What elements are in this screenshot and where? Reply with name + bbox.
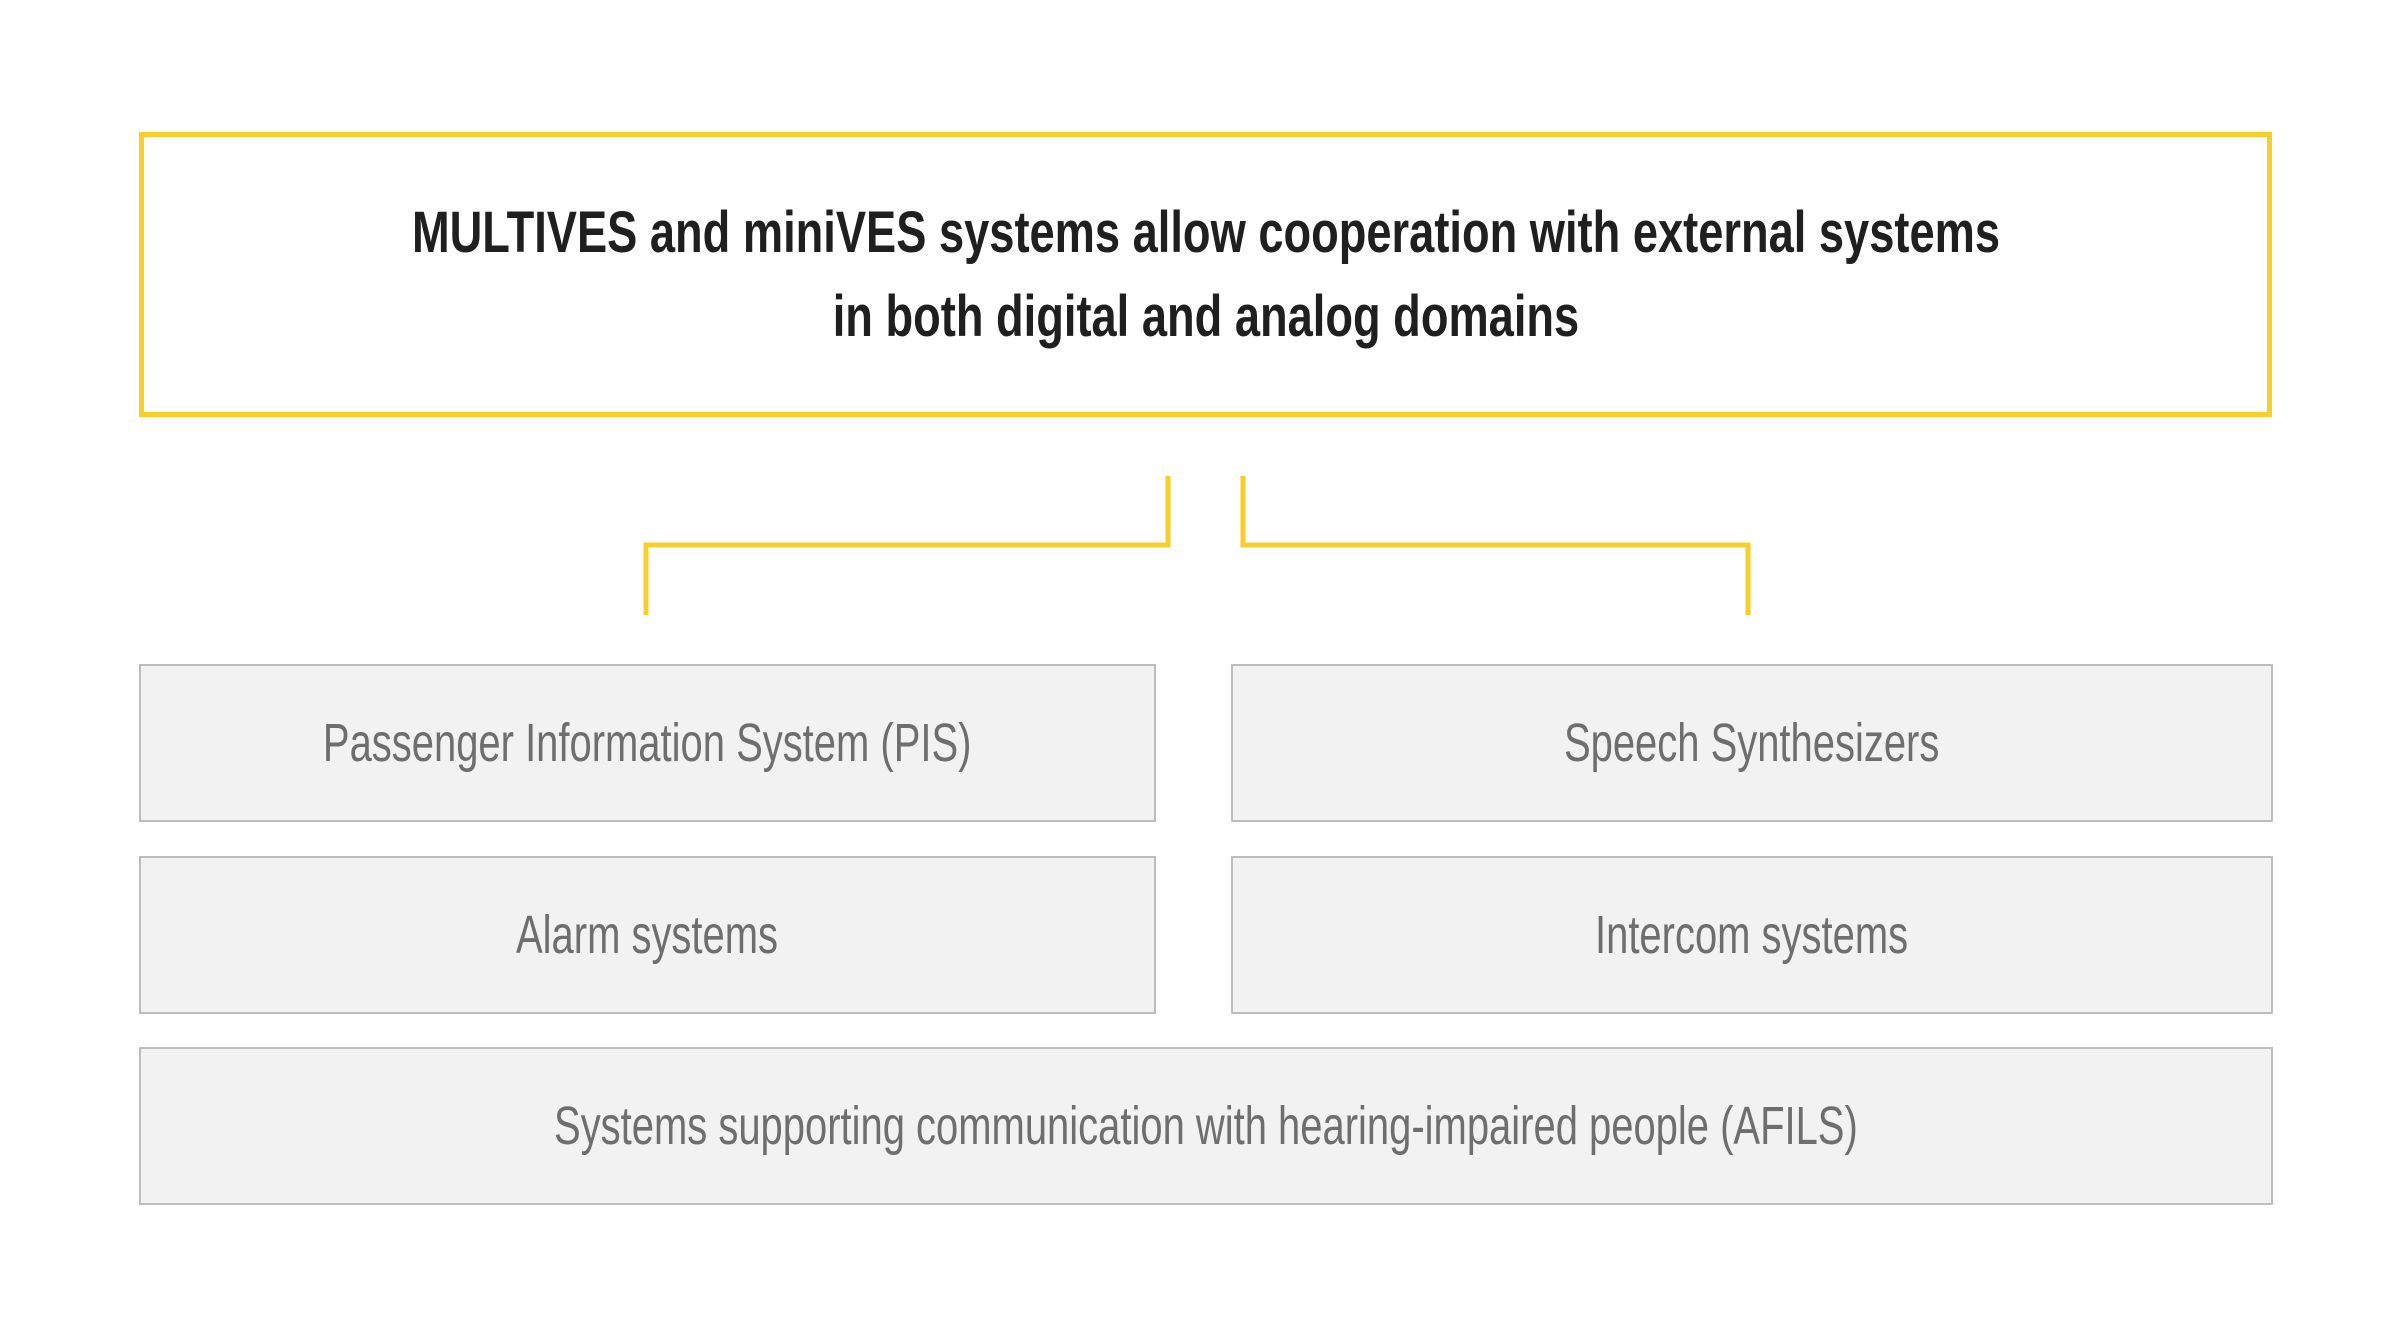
afils-label: Systems supporting communication with he… [554,1096,1858,1156]
speech-synthesizers-box: Speech Synthesizers [1231,664,2273,822]
speech-synthesizers-label: Speech Synthesizers [1564,713,1940,773]
intercom-systems-label: Intercom systems [1595,905,1909,965]
header-title-line-1: MULTIVES and miniVES systems allow coope… [411,199,2000,265]
header-title: MULTIVES and miniVES systems allow coope… [411,191,1999,359]
intercom-systems-box: Intercom systems [1231,856,2273,1014]
alarm-systems-label: Alarm systems [516,905,779,965]
connector-right [1240,476,1751,615]
alarm-systems-box: Alarm systems [139,856,1156,1014]
header-box: MULTIVES and miniVES systems allow coope… [139,132,2272,417]
header-title-line-2: in both digital and analog domains [832,283,1579,349]
afils-box: Systems supporting communication with he… [139,1047,2273,1205]
pis-label: Passenger Information System (PIS) [323,713,972,773]
pis-box: Passenger Information System (PIS) [139,664,1156,822]
connector-left [643,476,1171,615]
